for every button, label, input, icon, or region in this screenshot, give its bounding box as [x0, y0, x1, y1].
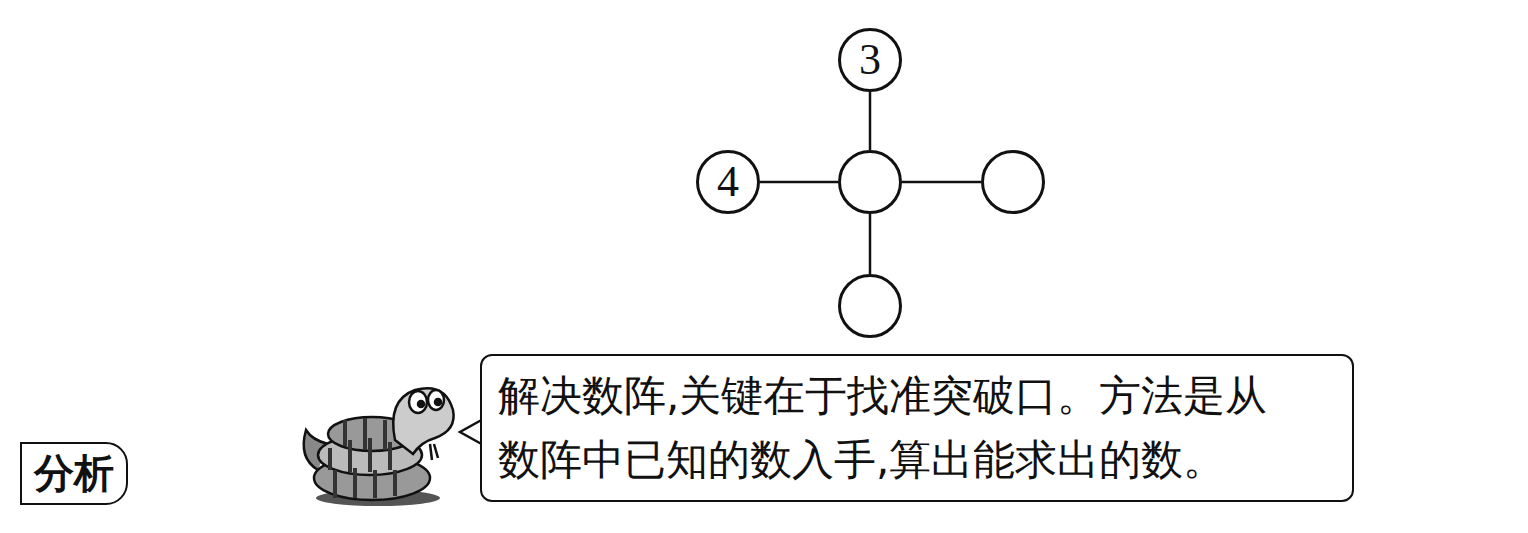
- connector-line: [760, 181, 838, 184]
- number-circle: 3: [838, 28, 902, 92]
- number-circle: [981, 150, 1045, 214]
- connector-line: [869, 214, 872, 274]
- snake-mascot: [304, 388, 454, 506]
- number-circle: [838, 274, 902, 338]
- connector-line: [869, 92, 872, 150]
- number-circle: [838, 150, 902, 214]
- number-circle: 4: [696, 150, 760, 214]
- connector-line: [902, 181, 981, 184]
- tag-text: 分析: [34, 446, 114, 501]
- analysis-tag: 分析: [20, 442, 128, 505]
- bubble-tail: [460, 420, 482, 444]
- speech-bubble: 解决数阵,关键在于找准突破口。方法是从 数阵中已知的数入手,算出能求出的数。: [480, 354, 1354, 502]
- circle-number: 3: [859, 38, 881, 82]
- circle-number: 4: [717, 160, 739, 204]
- hint-text: 解决数阵,关键在于找准突破口。方法是从 数阵中已知的数入手,算出能求出的数。: [498, 364, 1336, 492]
